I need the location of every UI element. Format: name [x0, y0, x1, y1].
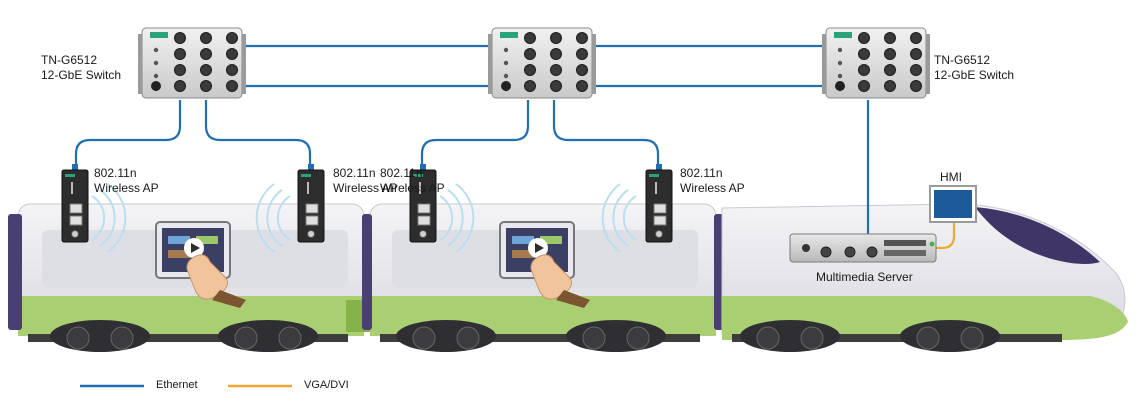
port-icon [576, 80, 588, 92]
port-icon [550, 80, 562, 92]
port-icon [910, 80, 922, 92]
port-icon [858, 80, 870, 92]
hmi-display [929, 185, 977, 223]
port-icon [174, 64, 186, 76]
port-icon [910, 32, 922, 44]
port-icon [858, 32, 870, 44]
port-icon [910, 48, 922, 60]
windshield [975, 207, 1100, 264]
brand-logo [500, 32, 518, 38]
port-icon [858, 64, 870, 76]
coupler [8, 214, 22, 330]
power-port-icon [835, 81, 845, 91]
port-icon [200, 64, 212, 76]
switch-device [822, 27, 930, 99]
train-head-car [714, 203, 1128, 352]
wireless-ap-device [645, 164, 673, 243]
ap-2-model: 802.11n [333, 166, 376, 180]
port-icon [884, 80, 896, 92]
brand-logo [150, 32, 168, 38]
port-icon [550, 48, 562, 60]
port-icon [200, 80, 212, 92]
switch-left-desc: 12-GbE Switch [41, 68, 122, 82]
ap-1-model: 802.11n [94, 166, 137, 180]
port-icon [858, 48, 870, 60]
port-icon [550, 64, 562, 76]
ap-label-3: 802.11n Wireless AP [380, 166, 445, 196]
port-icon [174, 80, 186, 92]
switch-left-model: TN-G6512 [41, 53, 98, 67]
port-icon [524, 64, 536, 76]
port-icon [576, 32, 588, 44]
wireless-ap-device [61, 164, 89, 243]
port-icon [200, 48, 212, 60]
switch-device [488, 27, 596, 99]
bogie [50, 320, 318, 352]
switches [138, 27, 930, 99]
port-icon [226, 32, 238, 44]
switch-device [138, 27, 246, 99]
touchscreen-1 [155, 221, 246, 308]
port-icon [884, 48, 896, 60]
train-car-1 [8, 203, 365, 352]
port-icon [884, 64, 896, 76]
port-icon [910, 64, 922, 76]
switch-right-desc: 12-GbE Switch [934, 68, 1015, 82]
ap-4-model: 802.11n [680, 166, 723, 180]
port-icon [576, 64, 588, 76]
port-icon [576, 48, 588, 60]
port-icon [884, 32, 896, 44]
switch-right-model: TN-G6512 [934, 53, 991, 67]
port-icon [550, 32, 562, 44]
ethernet-links [74, 44, 870, 234]
port-icon [524, 32, 536, 44]
switch-left-label: TN-G6512 12-GbE Switch [41, 53, 121, 83]
vga-link [936, 222, 956, 250]
ap-label-4: 802.11n Wireless AP [680, 166, 745, 196]
access-points [61, 164, 673, 243]
power-port-icon [151, 81, 161, 91]
power-port-icon [501, 81, 511, 91]
wireless-ap-device [297, 164, 325, 243]
train [8, 203, 1128, 352]
ap-label-2: 802.11n Wireless AP [333, 166, 398, 196]
port-icon [524, 48, 536, 60]
hmi-label: HMI [940, 170, 962, 184]
brand-logo [834, 32, 852, 38]
ap-3-model: 802.11n [380, 166, 423, 180]
wireless-ap-device [409, 164, 437, 243]
touchscreen-2 [499, 221, 590, 308]
legend-ethernet-label: Ethernet [156, 379, 198, 391]
port-icon [226, 64, 238, 76]
port-icon [174, 32, 186, 44]
port-icon [226, 80, 238, 92]
server-label: Multimedia Server [816, 270, 913, 284]
wireless-waves [91, 183, 637, 253]
ap-1-desc: Wireless AP [94, 181, 159, 195]
legend-vga-label: VGA/DVI [304, 379, 349, 391]
ap-label-1: 802.11n Wireless AP [94, 166, 159, 196]
port-icon [174, 48, 186, 60]
switch-right-label: TN-G6512 12-GbE Switch [934, 53, 1014, 83]
ap-2-desc: Wireless AP [333, 181, 398, 195]
port-icon [226, 48, 238, 60]
ap-3-desc: Wireless AP [380, 181, 445, 195]
multimedia-server [789, 233, 937, 263]
port-icon [200, 32, 212, 44]
ap-4-desc: Wireless AP [680, 181, 745, 195]
port-icon [524, 80, 536, 92]
